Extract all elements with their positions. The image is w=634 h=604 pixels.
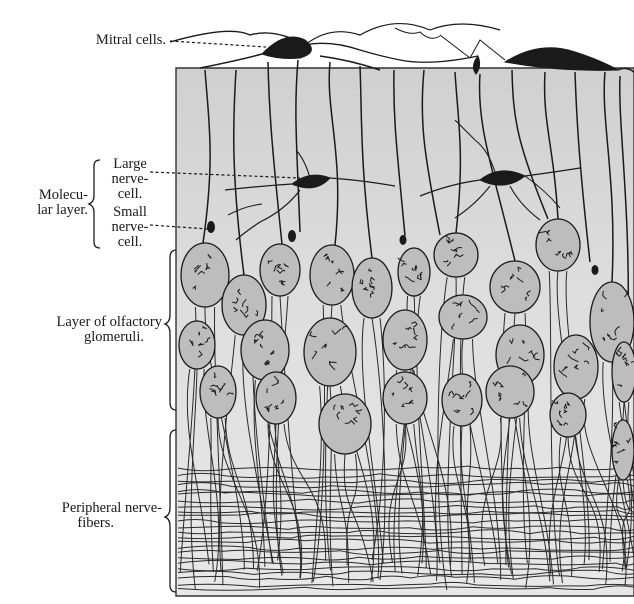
- glomerulus: [200, 366, 236, 418]
- label-line: nerve-: [100, 220, 160, 235]
- leader-mitral-cells: [170, 41, 266, 47]
- label-line: nerve-: [100, 172, 160, 187]
- glomerulus: [260, 244, 300, 296]
- glomerulus: [612, 342, 634, 402]
- label-line: Large: [100, 157, 160, 172]
- glomerulus: [398, 248, 430, 296]
- label-line: Peripheral nerve-: [0, 501, 162, 516]
- molecular-layer-bracket: [89, 160, 100, 248]
- glomerulus: [310, 245, 354, 305]
- mitral-cells: [170, 24, 634, 74]
- glomerulus: [241, 320, 289, 380]
- label-line: fibers.: [0, 516, 162, 531]
- glomerulus: [256, 372, 296, 424]
- label-mitral-cells: Mitral cells.: [36, 33, 166, 48]
- peripheral-fibers-bracket: [165, 430, 176, 592]
- glomerulus: [352, 258, 392, 318]
- glomerulus: [442, 374, 482, 426]
- glomerulus: [181, 243, 229, 307]
- glomerulus: [383, 372, 427, 424]
- glomerulus: [490, 261, 540, 313]
- glomerulus: [319, 394, 371, 454]
- glomerulus: [536, 219, 580, 271]
- label-line: glomeruli.: [0, 330, 162, 345]
- label-line: Small: [100, 205, 160, 220]
- label-peripheral-nerve-fibers: Peripheral nerve- fibers.: [0, 501, 162, 531]
- glomeruli-layer-bracket: [165, 250, 176, 410]
- label-large-nerve-cell: Large nerve- cell.: [100, 157, 160, 202]
- label-line: Molecu-: [0, 188, 88, 203]
- label-line: cell.: [100, 187, 160, 202]
- glomerulus: [179, 321, 215, 369]
- glomerulus: [550, 393, 586, 437]
- glomerulus: [304, 318, 356, 386]
- label-small-nerve-cell: Small nerve- cell.: [100, 205, 160, 250]
- glomerulus: [554, 335, 598, 399]
- glomerulus: [434, 233, 478, 277]
- label-line: Layer of olfactory: [0, 315, 162, 330]
- glomerulus: [439, 295, 487, 339]
- glomerulus: [383, 310, 427, 370]
- mitral-cell-body: [505, 48, 618, 71]
- mitral-cell-body: [262, 37, 311, 58]
- label-olfactory-glomeruli: Layer of olfactory glomeruli.: [0, 315, 162, 345]
- label-line: cell.: [100, 235, 160, 250]
- label-line: lar layer.: [0, 203, 88, 218]
- label-molecular-layer: Molecu- lar layer.: [0, 188, 88, 218]
- glomerulus: [486, 366, 534, 418]
